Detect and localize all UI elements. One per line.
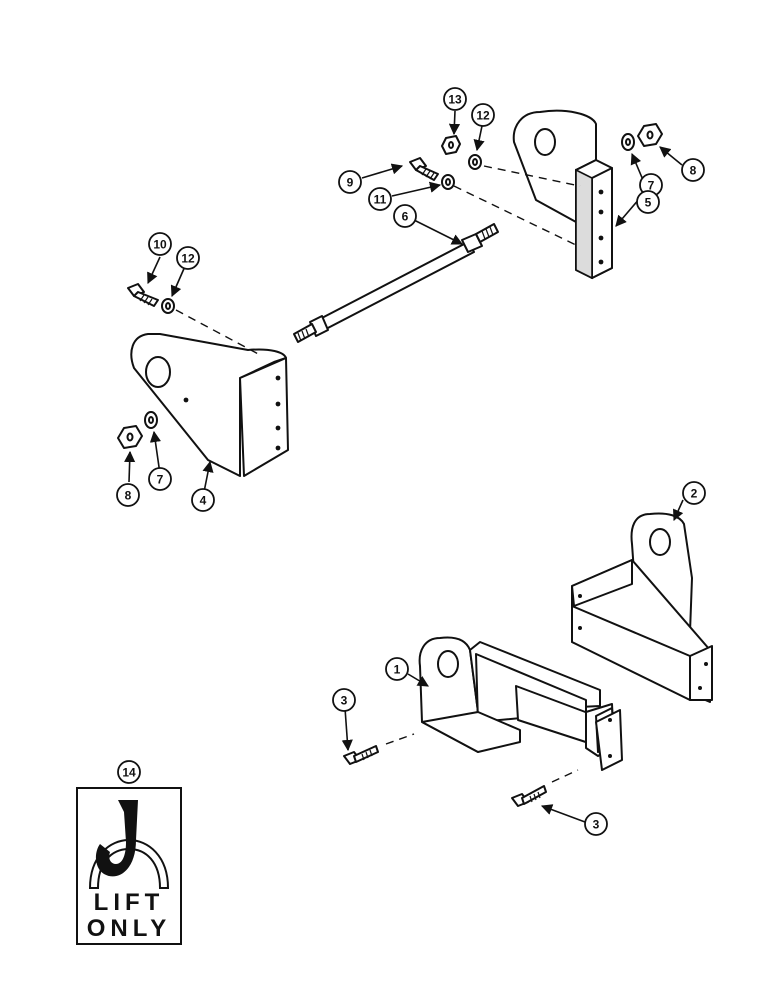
bracket-part-4 xyxy=(130,333,289,477)
callout-6: 6 xyxy=(393,204,417,228)
callout-9: 9 xyxy=(338,170,362,194)
callout-3-left: 3 xyxy=(332,688,356,712)
svg-text:3: 3 xyxy=(593,818,600,832)
svg-text:14: 14 xyxy=(122,766,136,780)
svg-text:5: 5 xyxy=(645,196,652,210)
callout-10: 10 xyxy=(148,232,172,256)
bolt-part-3-left xyxy=(343,745,379,765)
hitch-bracket-part-1 xyxy=(418,636,623,771)
nut-part-8-left xyxy=(117,425,143,449)
callout-7-left: 7 xyxy=(148,467,172,491)
svg-text:10: 10 xyxy=(153,238,167,252)
svg-text:4: 4 xyxy=(200,494,207,508)
callout-12-top: 12 xyxy=(471,103,495,127)
svg-text:2: 2 xyxy=(691,487,698,501)
nut-part-8-top xyxy=(637,123,663,147)
svg-text:8: 8 xyxy=(690,164,697,178)
bracket-part-5 xyxy=(512,109,613,280)
nut-part-13 xyxy=(441,135,461,155)
callout-2: 2 xyxy=(682,481,706,505)
svg-text:3: 3 xyxy=(341,694,348,708)
svg-text:12: 12 xyxy=(181,252,195,266)
decal-line-1: LIFT xyxy=(94,889,165,916)
washer-part-7-left xyxy=(144,411,158,429)
svg-text:11: 11 xyxy=(374,193,387,207)
callout-14: 14 xyxy=(117,760,141,784)
svg-text:9: 9 xyxy=(347,176,354,190)
hook-icon xyxy=(88,800,170,889)
threaded-rod-part-6 xyxy=(293,223,499,343)
callout-5: 5 xyxy=(636,190,660,214)
assembly-lines xyxy=(175,165,581,783)
bolt-part-9 xyxy=(409,157,439,181)
callout-8-left: 8 xyxy=(116,483,140,507)
callout-3-right: 3 xyxy=(584,812,608,836)
svg-text:7: 7 xyxy=(648,179,655,193)
callout-11: 11 xyxy=(368,187,392,211)
svg-text:1: 1 xyxy=(394,663,401,677)
washer-part-12-top xyxy=(468,154,482,170)
callout-4: 4 xyxy=(191,488,215,512)
washer-part-11 xyxy=(441,174,455,190)
callout-13: 13 xyxy=(443,87,467,111)
callout-12-left: 12 xyxy=(176,246,200,270)
svg-text:7: 7 xyxy=(157,473,164,487)
callout-leaders xyxy=(124,110,684,823)
lift-only-decal-part-14: LIFT ONLY xyxy=(76,787,182,945)
callout-1: 1 xyxy=(385,657,409,681)
decal-line-2: ONLY xyxy=(87,915,171,942)
bolt-part-10 xyxy=(127,283,159,307)
bolt-part-3-right xyxy=(511,785,547,807)
callout-8-top: 8 xyxy=(681,158,705,182)
washer-part-12-left xyxy=(161,298,175,314)
hitch-bracket-part-2 xyxy=(571,512,713,703)
washer-part-7-top xyxy=(621,133,635,151)
svg-text:13: 13 xyxy=(448,93,462,107)
svg-text:8: 8 xyxy=(125,489,132,503)
svg-text:6: 6 xyxy=(402,210,409,224)
svg-text:12: 12 xyxy=(476,109,490,123)
